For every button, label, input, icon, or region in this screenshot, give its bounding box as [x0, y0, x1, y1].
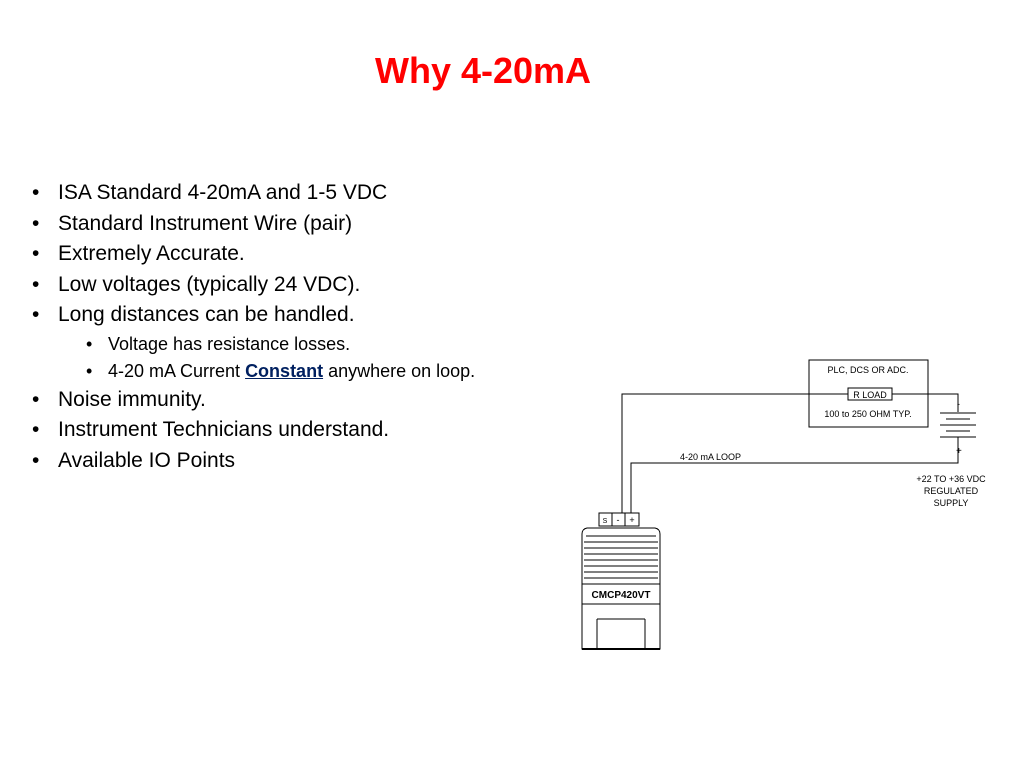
bullet-text: Extremely Accurate. — [58, 242, 245, 265]
bullet-text: Noise immunity. — [58, 387, 206, 411]
supply-plus-label: + — [956, 446, 962, 457]
sub-bullet-prefix: 4-20 mA Current — [108, 360, 246, 381]
loop-label: 4-20 mA LOOP — [680, 452, 741, 462]
bullet-item: • Available IO Points — [30, 446, 610, 477]
bullet-item: • Long distances can be handled. — [30, 300, 610, 331]
terminal-block — [598, 512, 640, 527]
bullet-text: Low voltages (typically 24 VDC). — [58, 272, 361, 296]
bullet-dot: • — [32, 448, 40, 472]
bullet-item: • Extremely Accurate. — [30, 239, 610, 270]
bullet-text: ISA Standard 4-20mA and 1-5 VDC — [58, 181, 388, 204]
bullet-list: • ISA Standard 4-20mA and 1-5 VDC • Standa… — [30, 178, 610, 476]
supply-wire-top — [928, 393, 959, 412]
supply-label-line2: REGULATED — [924, 486, 979, 496]
bullet-item: • ISA Standard 4-20mA and 1-5 VDC — [30, 178, 610, 209]
slide-title: Why 4-20mA — [374, 50, 592, 91]
sub-bullet-suffix: anywhere on loop. — [323, 360, 476, 381]
bullet-dot: • — [32, 272, 40, 296]
sensor-body — [581, 527, 661, 585]
bullet-dot: • — [32, 418, 40, 441]
bullet-text: Standard Instrument Wire (pair) — [58, 211, 353, 235]
terminal-plus-label: + — [629, 515, 634, 525]
sub-bullet-text: 4-20 mA Current Constant anywhere on loo… — [108, 358, 475, 385]
sub-bullet-text: Voltage has resistance losses. — [108, 333, 351, 354]
terminal-minus-label: - — [617, 515, 620, 525]
supply-minus-label: - — [957, 399, 960, 409]
loop-wire-inner — [630, 437, 959, 515]
supply-label-line1: +22 TO +36 VDC — [916, 474, 986, 484]
controller-label: PLC, DCS OR ADC. — [827, 365, 908, 375]
sub-bullet-item: • Voltage has resistance losses. — [30, 331, 610, 358]
bullet-dot: • — [86, 360, 93, 381]
load-label: R LOAD — [853, 390, 887, 400]
bullet-dot: • — [86, 333, 93, 354]
bullet-item: • Standard Instrument Wire (pair) — [30, 209, 610, 240]
sub-bullet-item: • 4-20 mA Current Constant anywhere on lo… — [30, 358, 610, 385]
loop-wiring-diagram: PLC, DCS OR ADC. R LOAD 100 to 250 OHM T… — [581, 359, 986, 650]
supply-label-line3: SUPPLY — [934, 498, 969, 508]
bullet-dot: • — [32, 242, 40, 265]
bullet-item: • Noise immunity. — [30, 385, 610, 416]
bullet-dot: • — [32, 181, 40, 204]
load-range-label: 100 to 250 OHM TYP. — [824, 409, 911, 419]
bullet-item: • Low voltages (typically 24 VDC). — [30, 270, 610, 301]
bullet-item: • Instrument Technicians understand. — [30, 415, 610, 446]
bullet-dot: • — [32, 387, 40, 411]
sensor-base — [581, 603, 661, 650]
battery-icon — [940, 412, 976, 438]
constant-emphasis: Constant — [245, 360, 324, 381]
bullet-text: Long distances can be handled. — [58, 303, 355, 326]
bullet-text: Available IO Points — [58, 448, 236, 472]
bullet-text: Instrument Technicians understand. — [58, 418, 390, 441]
bullet-dot: • — [32, 211, 40, 235]
terminal-s-label: S — [603, 518, 608, 525]
loop-wire-outer — [621, 393, 809, 515]
device-model-label: CMCP420VT — [592, 590, 651, 601]
bullet-dot: • — [32, 303, 40, 326]
